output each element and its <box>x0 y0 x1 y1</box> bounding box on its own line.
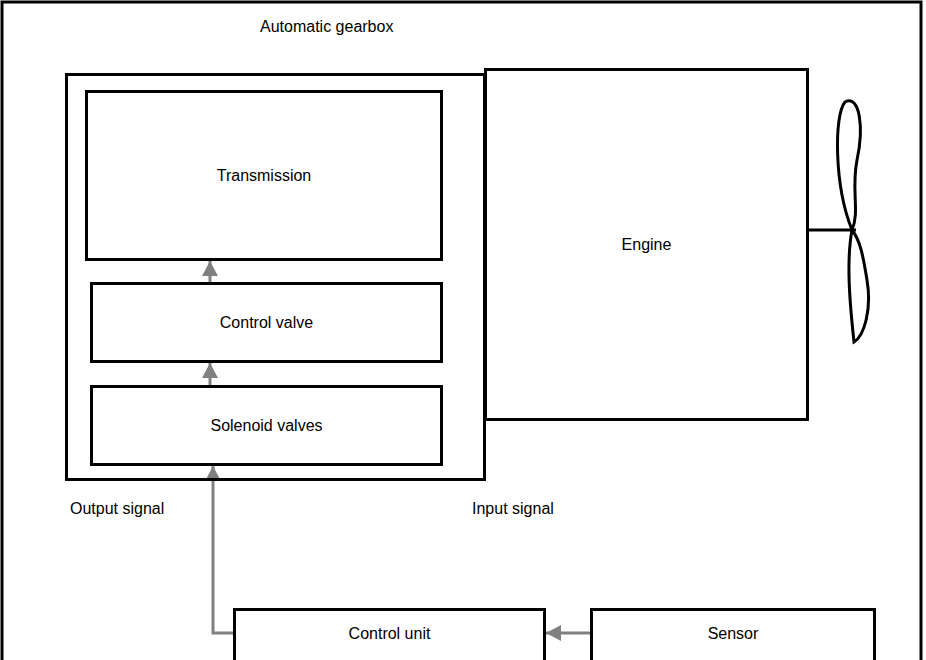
process-box: Control unit <box>233 608 546 660</box>
fan-blade <box>849 230 869 342</box>
box-label: Engine <box>622 236 672 254</box>
signal-arrow <box>209 363 212 385</box>
box-label: Sensor <box>708 625 759 643</box>
signal-label: Input signal <box>472 500 554 518</box>
group-heading: Automatic gearbox <box>260 18 393 36</box>
process-box: Transmission <box>85 90 443 261</box>
box-label: Control unit <box>349 625 431 643</box>
box-label: Control valve <box>220 314 313 332</box>
fan-blade <box>837 101 860 230</box>
signal-arrow <box>546 632 590 635</box>
box-label: Solenoid valves <box>210 417 322 435</box>
box-label: Transmission <box>217 167 312 185</box>
signal-label: Output signal <box>70 500 164 518</box>
fan-shaft <box>806 229 856 232</box>
process-box: Sensor <box>590 608 876 660</box>
signal-arrow <box>213 466 233 633</box>
gearbox-housing: Automatic gearboxTransmissionControl val… <box>65 73 486 481</box>
engine-box: Engine <box>484 68 809 421</box>
process-box: Control valve <box>90 282 443 363</box>
process-box: Solenoid valves <box>90 385 443 466</box>
signal-arrow <box>209 261 212 282</box>
